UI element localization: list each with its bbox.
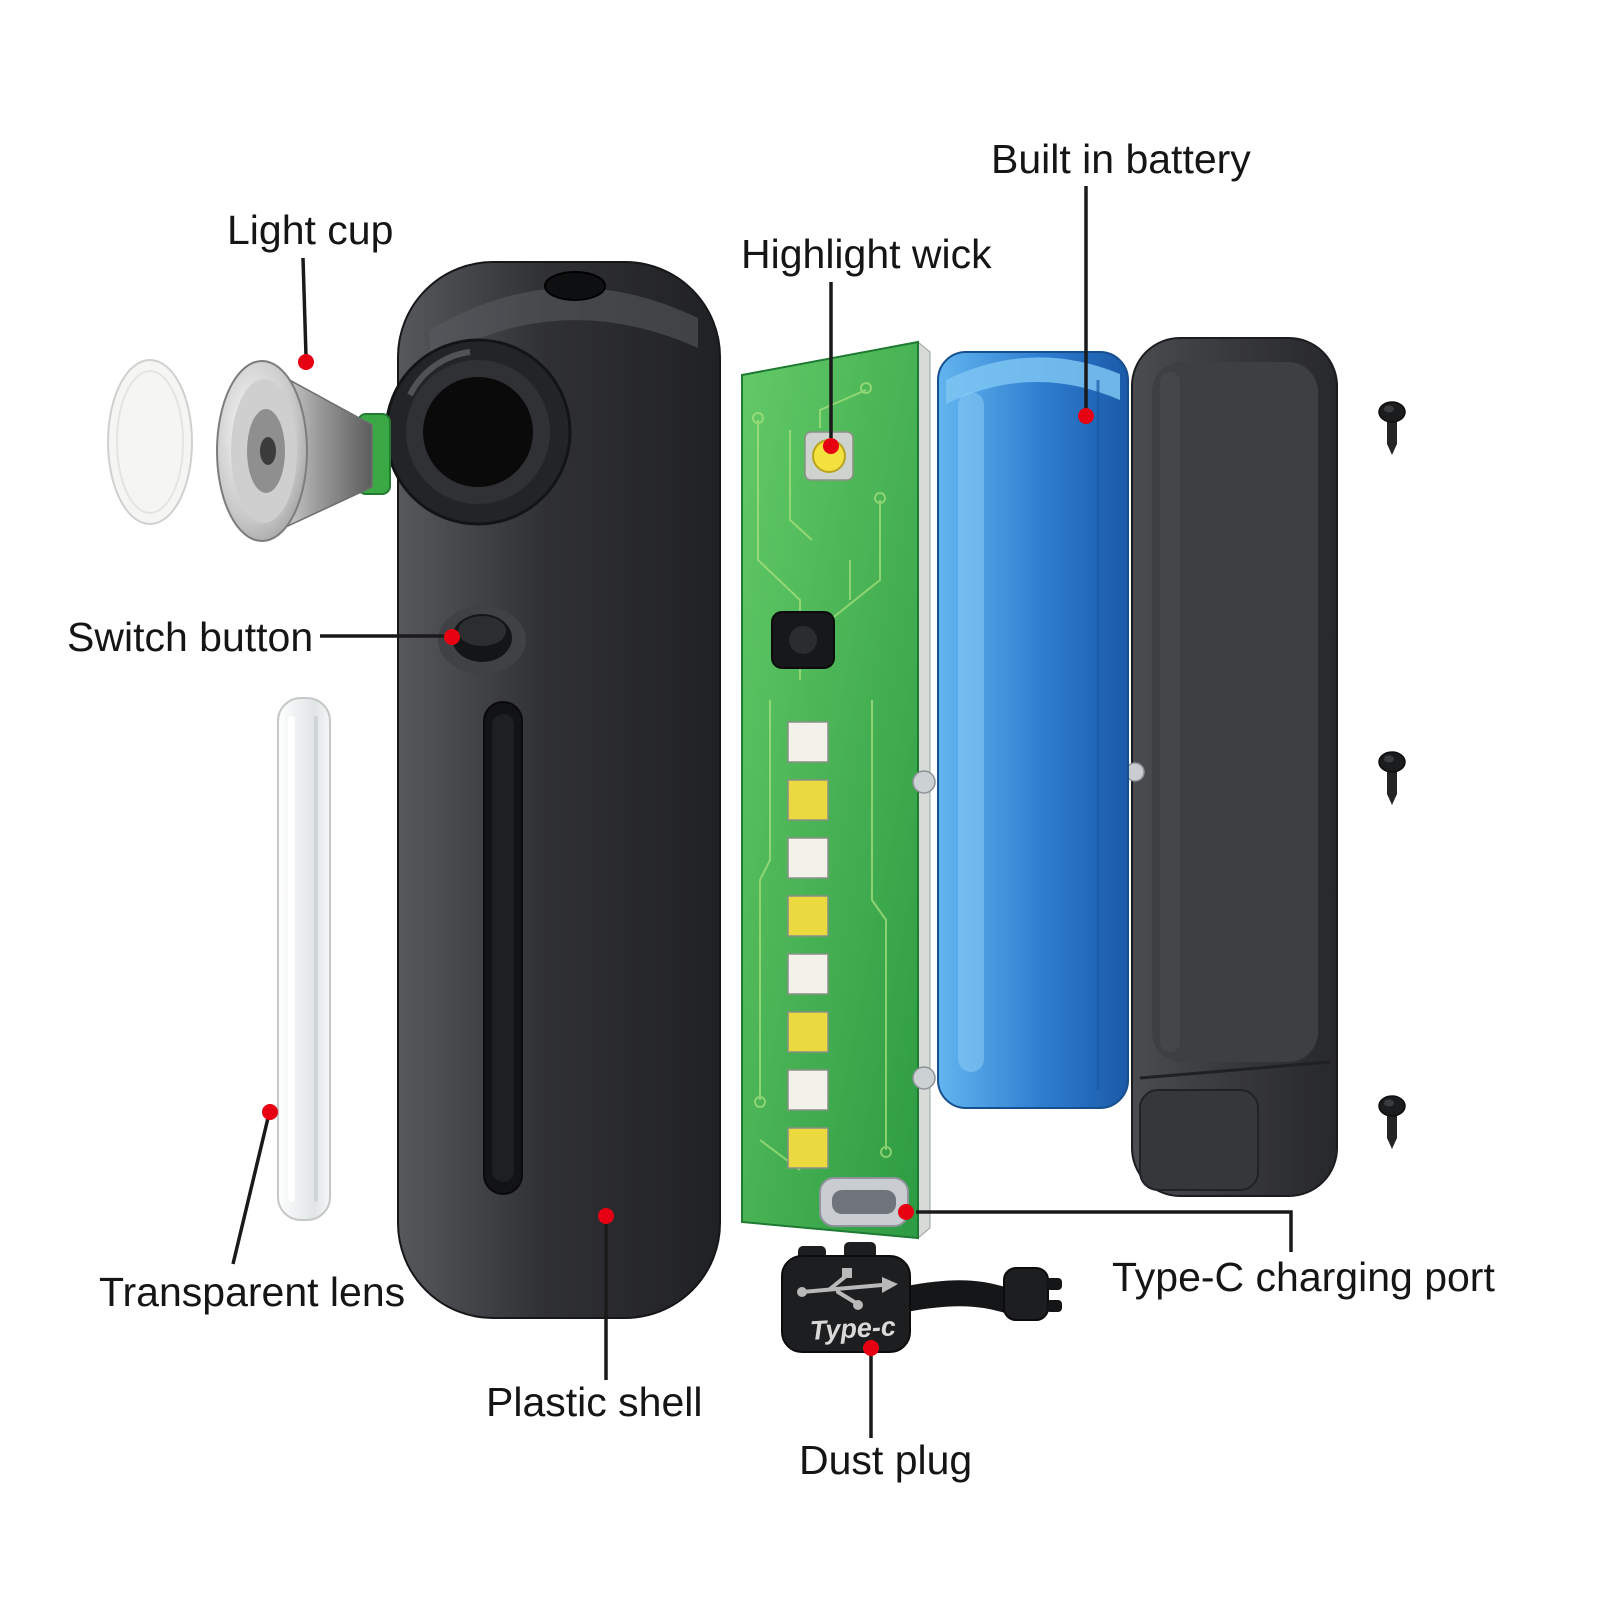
switch-button — [438, 606, 526, 674]
back-cover — [1125, 337, 1338, 1197]
led-column — [787, 721, 829, 1169]
callout-dots — [262, 354, 1094, 1356]
keychain-hole — [544, 271, 606, 301]
lens-barrel — [384, 338, 572, 526]
callout-dot-built-in-battery — [1078, 408, 1094, 424]
label-switch-button: Switch button — [67, 614, 313, 660]
callout-dot-switch-button — [444, 629, 460, 645]
board-tab-upper — [912, 770, 936, 794]
lens-disc — [107, 359, 193, 525]
pcb-traces — [752, 382, 892, 1171]
callout-dot-type-c — [898, 1204, 914, 1220]
circuit-board — [741, 340, 936, 1240]
callout-line-transparent-lens — [231, 1117, 270, 1265]
transparent-lens-rod — [277, 697, 331, 1221]
dust-plug: Type-c — [781, 1242, 1062, 1353]
dust-plug-marking: Type-c — [809, 1311, 896, 1345]
callout-dot-dust-plug — [863, 1340, 879, 1356]
callout-dot-light-cup — [298, 354, 314, 370]
label-type-c-charging-port: Type-C charging port — [1112, 1254, 1495, 1300]
plastic-shell — [384, 261, 721, 1319]
labels: Light cup Built in battery Highlight wic… — [67, 136, 1495, 1483]
callout-dot-plastic-shell — [598, 1208, 614, 1224]
label-dust-plug: Dust plug — [799, 1437, 972, 1483]
type-c-connector — [819, 1177, 909, 1227]
callout-dot-transparent-lens — [262, 1104, 278, 1120]
screw-middle — [1378, 751, 1406, 805]
board-tab-lower — [912, 1066, 936, 1090]
callout-dot-highlight-wick — [823, 438, 839, 454]
screw-bottom — [1378, 1095, 1406, 1149]
label-highlight-wick: Highlight wick — [741, 231, 992, 277]
light-cup-reflector — [216, 360, 373, 542]
usb-icon — [797, 1268, 898, 1310]
pcb-switch — [771, 611, 835, 669]
callout-line-light-cup — [301, 257, 308, 357]
battery — [937, 351, 1129, 1109]
light-slot — [483, 701, 523, 1195]
label-transparent-lens: Transparent lens — [99, 1269, 405, 1315]
label-plastic-shell: Plastic shell — [486, 1379, 702, 1425]
callout-lines — [231, 186, 1293, 1438]
label-light-cup: Light cup — [227, 207, 393, 253]
label-built-in-battery: Built in battery — [991, 136, 1251, 182]
callout-line-type-c — [916, 1210, 1293, 1252]
screw-top — [1378, 401, 1406, 455]
